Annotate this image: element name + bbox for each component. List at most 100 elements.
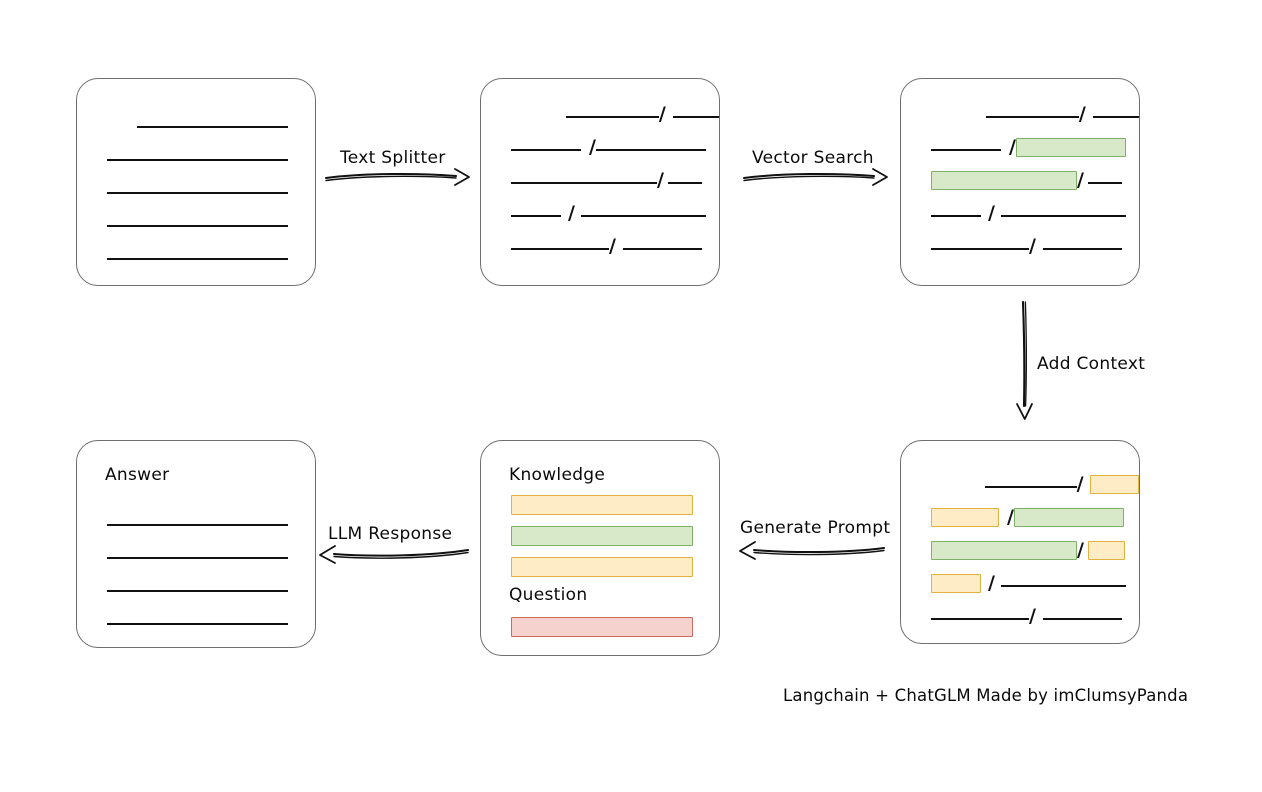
text-rule: [1000, 215, 1126, 217]
text-rule: [667, 182, 702, 184]
highlight-chip-green: [1015, 137, 1126, 157]
highlight-chip-green: [1013, 507, 1124, 527]
text-rule: [1087, 182, 1122, 184]
document-line: [77, 152, 315, 168]
chunk-separator: /: [568, 201, 575, 224]
chunk-separator: /: [1007, 505, 1014, 528]
document-line: /: [901, 137, 1139, 158]
chunk-separator: /: [1077, 168, 1084, 191]
highlight-chip-green: [931, 540, 1077, 560]
question-bar-1: [511, 617, 693, 637]
footer-credit: Langchain + ChatGLM Made by imClumsyPand…: [783, 686, 1189, 705]
answer-title: Answer: [105, 465, 170, 485]
chunk-separator: /: [657, 168, 664, 191]
arrow-generate-prompt: [736, 528, 886, 568]
document-line: /: [901, 573, 1139, 594]
document-line: [77, 550, 315, 566]
chunk-separator: /: [1009, 135, 1016, 158]
text-rule: [107, 623, 288, 625]
chunk-separator: /: [609, 234, 616, 257]
document-line: [77, 119, 315, 135]
text-rule: [107, 225, 288, 227]
arrow-text-splitter: [324, 140, 472, 190]
text-rule: [931, 248, 1029, 250]
text-rule: [931, 149, 1001, 151]
text-rule: [1042, 248, 1122, 250]
card-source-document[interactable]: [76, 78, 316, 286]
arrow-llm-response: [318, 532, 470, 572]
text-rule: [511, 215, 561, 217]
text-rule: [107, 524, 288, 526]
arrow-add-context-label: Add Context: [1037, 354, 1146, 374]
document-line: /: [481, 170, 719, 191]
highlight-chip-yellow: [931, 507, 999, 527]
card-answer-rows: [77, 441, 315, 647]
text-rule: [107, 557, 288, 559]
document-line: [77, 583, 315, 599]
document-line: /: [901, 236, 1139, 257]
text-rule: [672, 116, 719, 118]
document-line: /: [481, 203, 719, 224]
text-rule: [566, 116, 659, 118]
document-line: /: [901, 203, 1139, 224]
card-vector-search-results-rows: / / / / /: [901, 79, 1139, 285]
card-context-added-chunks[interactable]: / / / / /: [900, 440, 1140, 644]
prompt-bars: [481, 441, 719, 655]
highlight-chip-green: [931, 170, 1077, 190]
document-line: /: [901, 104, 1139, 125]
document-line: [77, 517, 315, 533]
document-line: /: [481, 137, 719, 158]
document-line: /: [901, 507, 1139, 528]
text-rule: [107, 590, 288, 592]
arrow-text-splitter-label: Text Splitter: [340, 148, 446, 168]
chunk-separator: /: [1029, 234, 1036, 257]
chunk-separator: /: [1077, 538, 1084, 561]
chunk-separator: /: [988, 201, 995, 224]
document-line: /: [901, 170, 1139, 191]
document-line: /: [901, 540, 1139, 561]
highlight-chip-yellow: [1087, 540, 1125, 560]
text-rule: [1092, 116, 1139, 118]
text-rule: [580, 215, 706, 217]
knowledge-bar-1: [511, 495, 693, 515]
chunk-separator: /: [589, 135, 596, 158]
text-rule: [931, 618, 1029, 620]
text-rule: [511, 182, 657, 184]
card-split-chunks[interactable]: / / / / /: [480, 78, 720, 286]
card-vector-search-results[interactable]: / / / / /: [900, 78, 1140, 286]
arrow-add-context: [1006, 300, 1046, 422]
text-rule: [107, 159, 288, 161]
text-rule: [595, 149, 706, 151]
document-line: [77, 616, 315, 632]
card-answer[interactable]: Answer: [76, 440, 316, 648]
card-generated-prompt[interactable]: Knowledge Question: [480, 440, 720, 656]
text-rule: [511, 248, 609, 250]
text-rule: [1000, 585, 1126, 587]
card-context-added-chunks-rows: / / / / /: [901, 441, 1139, 643]
text-rule: [511, 149, 581, 151]
text-rule: [986, 116, 1079, 118]
chunk-separator: /: [658, 102, 666, 125]
text-rule: [1042, 618, 1122, 620]
card-source-document-rows: [77, 79, 315, 285]
document-line: /: [901, 474, 1139, 495]
knowledge-label: Knowledge: [509, 465, 606, 485]
highlight-chip-yellow: [931, 573, 981, 593]
text-rule: [137, 126, 288, 128]
chunk-separator: /: [988, 571, 995, 594]
document-line: [77, 251, 315, 267]
document-line: [77, 218, 315, 234]
text-rule: [622, 248, 702, 250]
text-rule: [107, 258, 288, 260]
arrow-vector-search-label: Vector Search: [752, 148, 874, 168]
card-split-chunks-rows: / / / / /: [481, 79, 719, 285]
knowledge-bar-2: [511, 526, 693, 546]
document-line: [77, 185, 315, 201]
arrow-vector-search: [742, 140, 890, 190]
chunk-separator: /: [1029, 604, 1036, 627]
text-rule: [985, 486, 1077, 488]
chunk-separator: /: [1076, 472, 1084, 495]
knowledge-bar-3: [511, 557, 693, 577]
document-line: /: [481, 236, 719, 257]
